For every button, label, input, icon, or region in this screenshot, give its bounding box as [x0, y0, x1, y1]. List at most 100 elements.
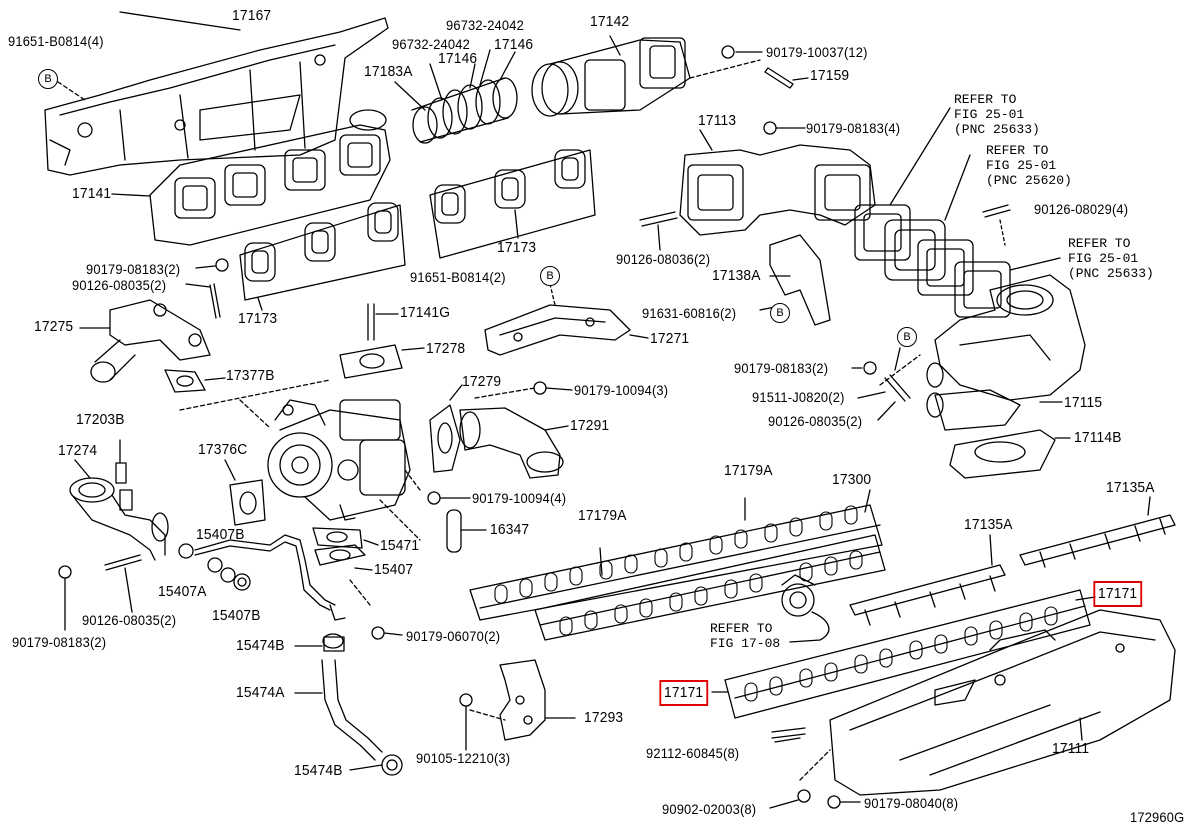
marker-b-3: B: [770, 303, 790, 323]
label-15474B-top: 15474B: [236, 637, 285, 654]
label-17138A: 17138A: [712, 267, 761, 284]
label-90902-02003: 90902-02003(8): [662, 801, 757, 817]
label-90179-08183-4: 90179-08183(4): [806, 120, 901, 136]
label-90126-08035-2-a: 90126-08035(2): [72, 277, 167, 293]
marker-b-4: B: [897, 327, 917, 347]
label-91631-60816: 91631-60816(2): [642, 305, 737, 321]
bracket-17293-shape: [499, 659, 546, 741]
label-15474B-bottom: 15474B: [294, 762, 343, 779]
heat-insulator-17271-shape: [484, 304, 631, 356]
pipe-17113-shape: [679, 144, 876, 236]
label-17203B: 17203B: [76, 411, 125, 428]
label-90179-10037: 90179-10037(12): [766, 44, 868, 60]
plate-16347-shape: [446, 509, 462, 553]
label-17179A-b: 17179A: [578, 507, 627, 524]
exhaust-pipe-17142-shape: [531, 37, 691, 117]
exhaust-manifold-17141-shape: [149, 109, 391, 246]
label-17173-lower: 17173: [238, 310, 278, 327]
label-90126-08035-2-c: 90126-08035(2): [82, 612, 177, 628]
turbo-elbow-clamps-shape: [411, 77, 518, 144]
gasket-17279-shape: [429, 404, 461, 473]
label-91651-b0814-2: 91651-B0814(2): [410, 269, 506, 285]
stud-17159-shape: [764, 67, 794, 89]
label-17135A-b: 17135A: [964, 516, 1013, 533]
label-17146-b: 17146: [494, 36, 534, 53]
oil-pipe-15407-shape: [178, 527, 366, 621]
label-16347: 16347: [490, 521, 530, 538]
label-15407: 15407: [374, 561, 414, 578]
gasket-17171-shape: [724, 589, 1091, 719]
label-17271: 17271: [650, 330, 690, 347]
label-17278: 17278: [426, 340, 466, 357]
label-90179-10094-3: 90179-10094(3): [574, 382, 669, 398]
label-90179-08183-2-c: 90179-08183(2): [12, 634, 107, 650]
label-90126-08029: 90126-08029(4): [1034, 201, 1129, 217]
gasket-17114B-shape: [949, 429, 1056, 479]
turbocharger-shape: [267, 399, 411, 521]
label-90179-08183-2-a: 90179-08183(2): [86, 261, 181, 277]
label-91651-b0814-4: 91651-B0814(4): [8, 33, 104, 49]
gasket-17278-shape: [339, 344, 403, 379]
label-90179-10094-4: 90179-10094(4): [472, 490, 567, 506]
flange-gaskets-right: [854, 204, 1011, 318]
label-17173-upper: 17173: [497, 239, 537, 256]
label-15407B-b: 15407B: [212, 607, 261, 624]
label-17179A-a: 17179A: [724, 462, 773, 479]
label-17274: 17274: [58, 442, 98, 459]
intake-manifold-17111-shape: [829, 609, 1176, 796]
refer-note-4: REFER TO FIG 17-08: [710, 621, 781, 651]
figure-code: 172960G: [1130, 809, 1185, 825]
label-15407A: 15407A: [158, 583, 207, 600]
label-17279: 17279: [462, 373, 502, 390]
label-17171-highlight-right[interactable]: 17171: [1093, 581, 1142, 607]
label-17291: 17291: [570, 417, 610, 434]
label-90105-12210: 90105-12210(3): [416, 750, 511, 766]
refer-note-3: REFER TO FIG 25-01 (PNC 25633): [1068, 236, 1154, 281]
gasket-17376C-shape: [229, 479, 266, 526]
label-90179-06070: 90179-06070(2): [406, 628, 501, 644]
label-17146-a: 17146: [438, 50, 478, 67]
hose-15474A-shape: [321, 633, 403, 776]
gasket-17171-ports: [744, 606, 1058, 702]
valve-17300-shape: [781, 574, 816, 617]
label-17115: 17115: [1064, 394, 1103, 411]
label-17141: 17141: [72, 185, 112, 202]
elbow-17115-shape: [926, 274, 1086, 431]
marker-b-2: B: [540, 266, 560, 286]
label-96732-24042-a: 96732-24042: [446, 17, 524, 33]
label-17159: 17159: [810, 67, 850, 84]
label-15471: 15471: [380, 537, 420, 554]
label-17171-highlight-left[interactable]: 17171: [659, 680, 708, 706]
label-17113: 17113: [698, 112, 737, 129]
marker-b-1: B: [38, 69, 58, 89]
gasket-17173-upper-shape: [429, 149, 596, 259]
refer-note-2: REFER TO FIG 25-01 (PNC 25620): [986, 143, 1072, 188]
label-96732-24042-b: 96732-24042: [392, 36, 470, 52]
stud-17141G-shape: [367, 303, 375, 341]
label-17135A-a: 17135A: [1106, 479, 1155, 496]
label-15474A: 15474A: [236, 684, 285, 701]
rail-17135A-shape: [849, 514, 1176, 626]
stud-90126-08035-shape: [104, 554, 142, 571]
elbow-17291-shape: [459, 407, 564, 479]
label-17141G: 17141G: [400, 304, 451, 321]
gasket-17173-lower-shape: [239, 202, 406, 301]
gasket-ports: [494, 505, 863, 636]
label-15407B-a: 15407B: [196, 526, 245, 543]
label-17167: 17167: [232, 7, 272, 24]
label-92112-60845: 92112-60845(8): [646, 745, 740, 761]
label-17111: 17111: [1052, 740, 1090, 757]
label-90126-08035-2-b: 90126-08035(2): [768, 413, 863, 429]
label-17300: 17300: [832, 471, 872, 488]
part-17203B-shape: [115, 462, 127, 484]
gasket-17179A-shape: [469, 504, 886, 641]
nut-90179-10037-shape: [721, 45, 735, 59]
label-90179-08040: 90179-08040(8): [864, 795, 959, 811]
label-17142: 17142: [590, 13, 630, 30]
pipe-17274-shape: [69, 477, 169, 561]
heat-insulator-17167-shape: [44, 17, 389, 176]
bracket-17138A-shape: [769, 234, 831, 326]
outlet-17275-shape: [90, 299, 211, 383]
label-17275: 17275: [34, 318, 74, 335]
